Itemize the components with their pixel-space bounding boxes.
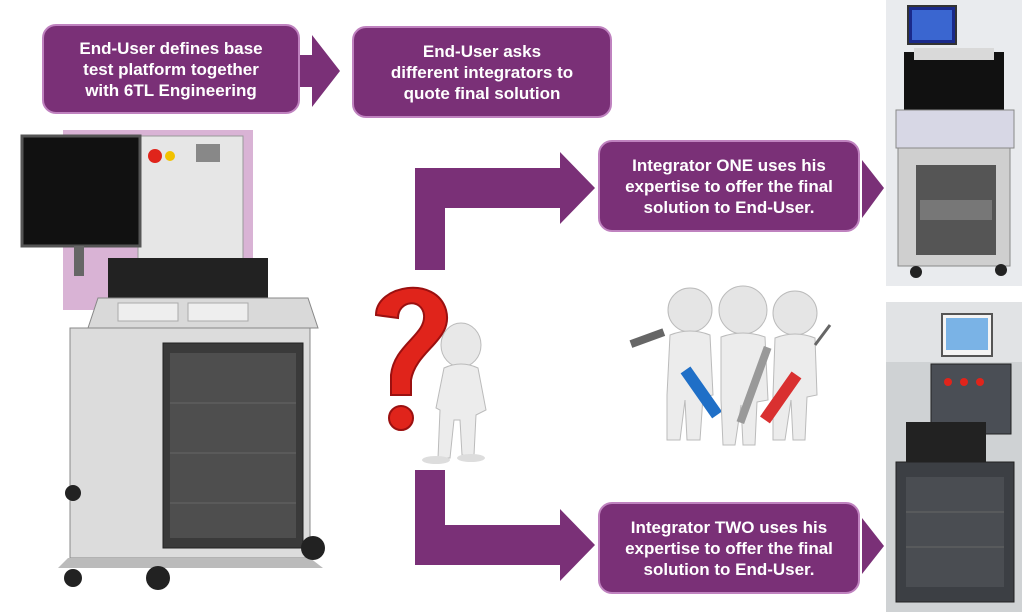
step-ask-box: End-User asks different integrators to q… — [352, 26, 612, 118]
step-define-text: End-User defines base test platform toge… — [79, 38, 263, 100]
integrator-one-text: Integrator ONE uses his expertise to off… — [625, 155, 833, 217]
arrow-to-integrator-one — [415, 152, 595, 270]
arrow-to-integrator-two — [415, 470, 595, 581]
final-solution-one-illustration — [886, 0, 1022, 286]
team-with-tools-illustration — [629, 285, 832, 446]
integrator-two-box: Integrator TWO uses his expertise to off… — [598, 502, 860, 594]
test-platform-illustration — [20, 130, 325, 590]
arrow-to-solution-two — [862, 518, 884, 574]
integrator-two-text: Integrator TWO uses his expertise to off… — [625, 517, 833, 579]
step-ask-text: End-User asks different integrators to q… — [390, 41, 574, 103]
question-figure-illustration — [336, 270, 526, 465]
step-define-box: End-User defines base test platform toge… — [42, 24, 300, 114]
final-solution-two-illustration — [886, 302, 1022, 612]
arrow-define-to-ask — [300, 35, 340, 107]
arrow-to-solution-one — [862, 160, 884, 218]
integrator-one-box: Integrator ONE uses his expertise to off… — [598, 140, 860, 232]
